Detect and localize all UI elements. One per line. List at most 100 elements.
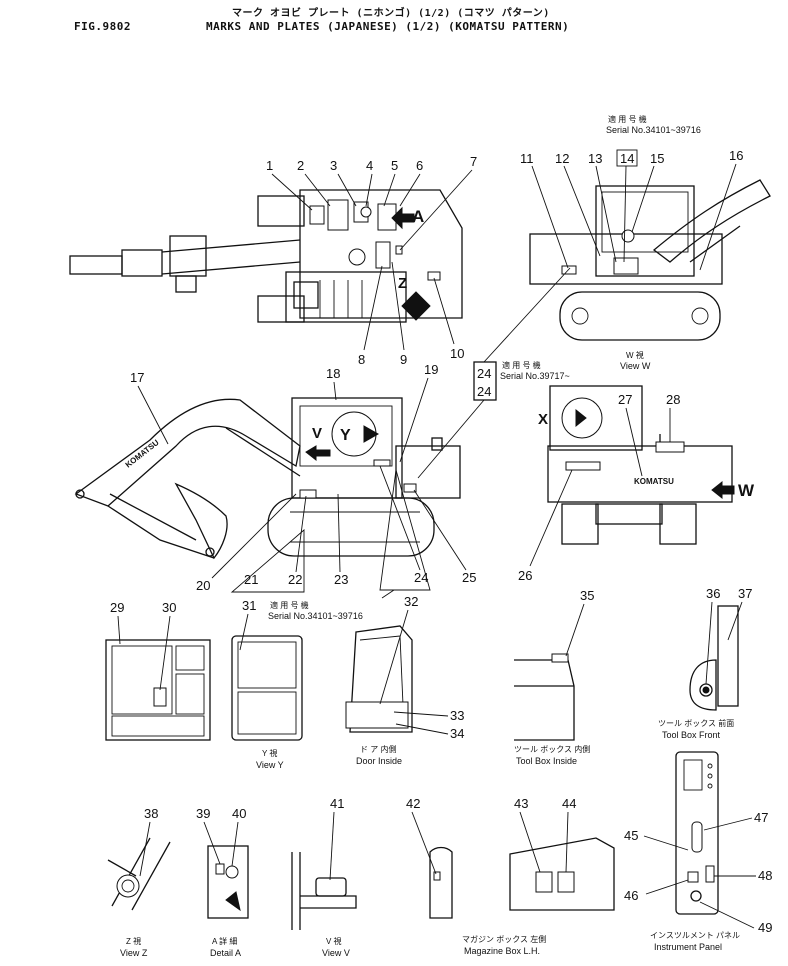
view-z-caption-jp: Z 視 [126, 937, 141, 946]
view-z: 38 Z 視 View Z [107, 806, 171, 958]
callout-32: 32 [404, 594, 418, 609]
tool-box-front: 36 37 ツール ボックス 前面 Tool Box Front [658, 586, 752, 740]
callout-38: 38 [144, 806, 158, 821]
magazine-box: 43 44 マガジン ボックス 左側 Magazine Box L.H. [462, 796, 615, 956]
view-w-machine: 適 用 号 機 Serial No.34101~39716 11 12 13 1… [520, 114, 771, 371]
callout-34: 34 [450, 726, 464, 741]
serial-jp-2: 適 用 号 機 [502, 360, 541, 370]
callout-2: 2 [297, 158, 304, 173]
callout-13: 13 [588, 151, 602, 166]
side-view-machine: KOMATSU Y V [74, 397, 461, 560]
title-japanese: マーク オヨビ プレート (ニホンゴ) (1/2) (コマツ パターン) [232, 8, 550, 19]
callout-16: 16 [729, 148, 743, 163]
toolbox-inside-caption-jp: ツール ボックス 内側 [514, 744, 590, 754]
detail-a-caption-jp: A 詳 細 [212, 936, 237, 946]
view-letter-v: V [312, 425, 322, 442]
callout-6: 6 [416, 158, 423, 173]
callout-43: 43 [514, 796, 528, 811]
serial-jp-3: 適 用 号 機 [270, 600, 309, 610]
callout-47: 47 [754, 810, 768, 825]
view-letter-a: A [412, 207, 424, 226]
callout-45: 45 [624, 828, 638, 843]
tool-box-inside: 35 ツール ボックス 内側 Tool Box Inside [514, 588, 594, 766]
title-english: MARKS AND PLATES (JAPANESE) (1/2) (KOMAT… [206, 20, 570, 33]
view-letter-x: X [538, 411, 548, 428]
callout-27: 27 [618, 392, 632, 407]
view-z-caption: View Z [120, 948, 148, 958]
view-letter-w: W [738, 481, 755, 500]
callout-44: 44 [562, 796, 576, 811]
callout-24-b: 24 [477, 384, 491, 399]
callout-20: 20 [196, 578, 210, 593]
callout-24: 24 [414, 570, 428, 585]
serial-range-2: Serial No.39717~ [500, 371, 570, 381]
callout-10: 10 [450, 346, 464, 361]
door-inside-caption-jp: ド ア 内側 [360, 744, 396, 754]
detail-a-caption: Detail A [210, 948, 241, 958]
brand-on-counterweight: KOMATSU [634, 477, 674, 486]
callout-25: 25 [462, 570, 476, 585]
view-w-caption: View W [620, 361, 651, 371]
callout-24-a: 24 [477, 366, 491, 381]
callout-21: 21 [244, 572, 258, 587]
magazine-caption-jp: マガジン ボックス 左側 [462, 934, 546, 944]
top-view-machine: A Z [69, 189, 463, 323]
callout-18: 18 [326, 366, 340, 381]
callout-31: 31 [242, 598, 256, 613]
callout-12: 12 [555, 151, 569, 166]
view-y-caption-jp: Y 視 [262, 749, 277, 758]
serial-note-2: 24 24 適 用 号 機 Serial No.39717~ [417, 267, 571, 479]
callout-46: 46 [624, 888, 638, 903]
toolbox-front-caption-jp: ツール ボックス 前面 [658, 718, 734, 728]
view-v-caption: View V [322, 948, 350, 958]
magazine-caption: Magazine Box L.H. [464, 946, 540, 956]
view-letter-z: Z [398, 275, 407, 292]
callout-41: 41 [330, 796, 344, 811]
view-v: 41 V 視 View V [291, 796, 357, 958]
callout-42: 42 [406, 796, 420, 811]
callout-19: 19 [424, 362, 438, 377]
callout-49: 49 [758, 920, 772, 935]
callout-11: 11 [520, 151, 534, 166]
part-42: 42 [406, 796, 453, 919]
figure-number: FIG.9802 [74, 20, 131, 33]
callout-33: 33 [450, 708, 464, 723]
callout-8: 8 [358, 352, 365, 367]
callout-26: 26 [518, 568, 532, 583]
callout-22: 22 [288, 572, 302, 587]
plate-1 [309, 205, 325, 225]
serial-range-3: Serial No.34101~39716 [268, 611, 363, 621]
serial-bracket-3 [230, 529, 305, 593]
view-y-caption: View Y [256, 760, 284, 770]
callout-7: 7 [470, 154, 477, 169]
toolbox-front-caption: Tool Box Front [662, 730, 721, 740]
callouts-side-view: 17 18 19 20 21 22 23 24 25 適 用 号 機 Seria… [130, 362, 476, 621]
callout-1: 1 [266, 158, 273, 173]
callout-17: 17 [130, 370, 144, 385]
serial-range-1: Serial No.34101~39716 [606, 125, 701, 135]
door-inside: 32 33 34 ド ア 内側 Door Inside [345, 594, 464, 766]
serial-jp-1: 適 用 号 機 [608, 114, 647, 124]
callout-35: 35 [580, 588, 594, 603]
callout-29: 29 [110, 600, 124, 615]
callout-23: 23 [334, 572, 348, 587]
rear-view-machine: KOMATSU X W 26 27 28 [518, 385, 755, 583]
instrument-panel: 45 46 47 48 49 インスツルメント パネル Instrument P… [624, 751, 772, 952]
callouts-top-view: 1 2 3 4 5 6 7 8 9 10 [266, 154, 477, 367]
callout-14: 14 [620, 151, 634, 166]
detail-a: 39 40 A 詳 細 Detail A [196, 806, 249, 958]
callout-48: 48 [758, 868, 772, 883]
view-letter-y: Y [340, 427, 351, 444]
callout-40: 40 [232, 806, 246, 821]
callout-9: 9 [400, 352, 407, 367]
instrument-caption: Instrument Panel [654, 942, 722, 952]
callout-5: 5 [391, 158, 398, 173]
view-v-caption-jp: V 視 [326, 937, 342, 946]
callout-15: 15 [650, 151, 664, 166]
view-w-caption-jp: W 視 [626, 351, 644, 360]
instrument-caption-jp: インスツルメント パネル [650, 931, 740, 940]
callout-30: 30 [162, 600, 176, 615]
callout-4: 4 [366, 158, 373, 173]
callout-36: 36 [706, 586, 720, 601]
